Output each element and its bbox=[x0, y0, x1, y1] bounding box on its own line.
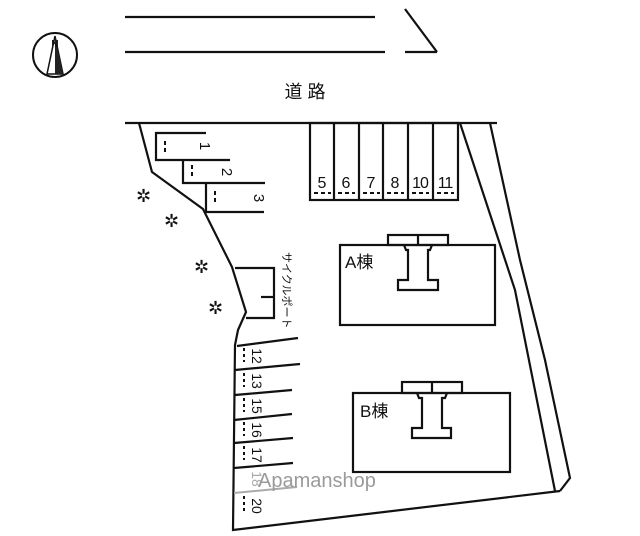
parking-slot-1: 1 bbox=[196, 142, 213, 150]
parking-slot-15: 15 bbox=[249, 398, 265, 414]
building-b: B棟 bbox=[351, 380, 512, 474]
parking-slot-5: 5 bbox=[318, 175, 327, 192]
parking-slot-17: 17 bbox=[249, 447, 265, 463]
parking-slot-12: 12 bbox=[249, 348, 265, 364]
shrub-icon: ✲ bbox=[164, 211, 179, 231]
building-a-label: A棟 bbox=[345, 253, 373, 272]
parking-slot-6: 6 bbox=[342, 175, 351, 192]
property-boundary bbox=[125, 121, 572, 532]
shrub-icon: ✲ bbox=[194, 257, 209, 277]
bicycle-port-label: サイクルポート bbox=[280, 252, 293, 328]
parking-slot-11: 11 bbox=[438, 175, 454, 192]
parking-slot-7: 7 bbox=[367, 175, 376, 192]
parking-slot-18: 18 bbox=[249, 471, 265, 487]
parking-lower-left: 12 13 15 16 17 18 20 bbox=[233, 336, 301, 514]
parking-upper-left: 1 2 3 bbox=[154, 131, 267, 214]
road-label: 道 路 bbox=[284, 82, 325, 102]
compass-icon: N bbox=[32, 32, 78, 78]
parking-slot-8: 8 bbox=[391, 175, 400, 192]
building-b-label: B棟 bbox=[360, 402, 388, 421]
road bbox=[125, 8, 438, 54]
building-a: A棟 bbox=[338, 233, 497, 327]
bicycle-port: サイクルポート bbox=[235, 252, 293, 328]
parking-slot-20: 20 bbox=[249, 498, 265, 514]
parking-slot-16: 16 bbox=[249, 422, 265, 438]
parking-slot-13: 13 bbox=[249, 373, 265, 389]
shrub-icon: ✲ bbox=[136, 186, 151, 206]
parking-slot-2: 2 bbox=[218, 168, 235, 176]
shrub-icon: ✲ bbox=[208, 298, 223, 318]
parking-slot-3: 3 bbox=[250, 194, 267, 202]
watermark: Apamanshop bbox=[258, 470, 376, 492]
parking-top: 5 6 7 8 10 11 bbox=[308, 121, 460, 202]
shrub-icons: ✲ ✲ ✲ ✲ bbox=[136, 186, 223, 318]
compass-label: N bbox=[51, 39, 58, 50]
parking-slot-10: 10 bbox=[412, 175, 429, 192]
